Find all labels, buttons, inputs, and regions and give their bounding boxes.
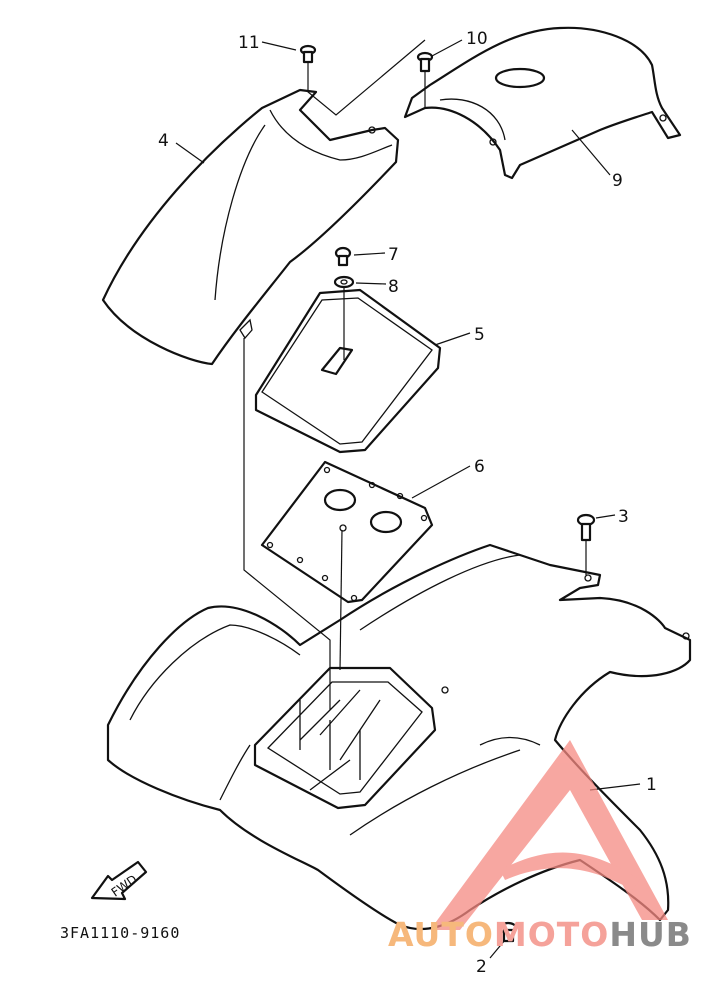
- part-9-rear-flap: [403, 26, 682, 180]
- callout-5: 5: [474, 325, 485, 345]
- callout-1: 1: [646, 775, 657, 795]
- part-11-bolt: [299, 44, 317, 64]
- drawing-code: 3FA1110-9160: [60, 924, 180, 942]
- part-7-screw: [334, 246, 352, 267]
- fwd-arrow: FWD: [90, 860, 148, 901]
- assembly-guide-lines: [243, 39, 587, 710]
- part-2-bolt: [498, 921, 518, 943]
- watermark-hub: HUB: [609, 915, 692, 954]
- callout-6: 6: [474, 457, 485, 477]
- callout-9: 9: [612, 171, 623, 191]
- callout-11: 11: [238, 33, 260, 53]
- callout-4: 4: [158, 131, 169, 151]
- watermark-moto: MOTO: [494, 915, 609, 954]
- part-6-gasket: [260, 460, 434, 604]
- part-5-cover: [254, 288, 442, 454]
- callout-8: 8: [388, 277, 399, 297]
- callout-leaders: [175, 39, 641, 959]
- part-4-rear-fender: [101, 88, 400, 366]
- part-8-washer: [333, 275, 355, 289]
- part-3-bolt: [576, 513, 596, 542]
- part-1-main-fender: [106, 543, 692, 930]
- watermark-text: AUTOMOTOHUB: [388, 915, 692, 954]
- callout-10: 10: [466, 29, 488, 49]
- watermark-auto: AUTO: [388, 915, 494, 954]
- callout-3: 3: [618, 507, 629, 527]
- callout-2: 2: [476, 957, 487, 977]
- callout-7: 7: [388, 245, 399, 265]
- part-10-bolt: [416, 51, 434, 73]
- watermark-logo: [430, 740, 668, 930]
